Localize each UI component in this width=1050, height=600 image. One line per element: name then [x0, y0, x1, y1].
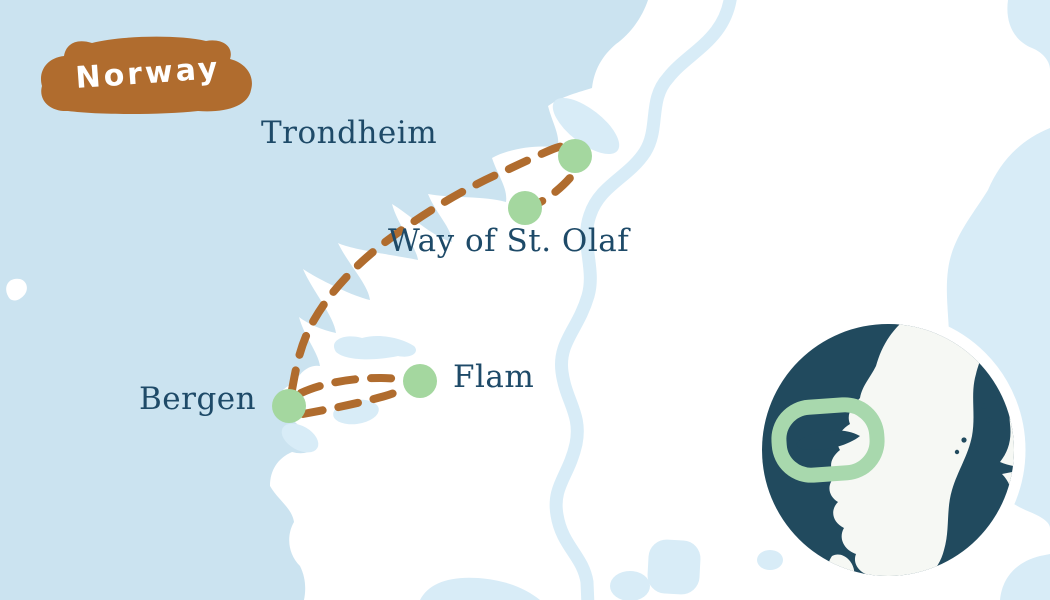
inset-halo-ring — [750, 312, 1026, 588]
bay-bottom — [420, 577, 540, 600]
island-west — [6, 278, 27, 301]
inset-baltic-east-coast — [1002, 468, 1014, 515]
inset-lakes — [954, 390, 1009, 455]
lake-bottom-small — [610, 571, 650, 600]
sea-patch-top-right — [1007, 0, 1050, 70]
marker-way-of-st-olaf[interactable] — [508, 191, 542, 225]
lake-bottom-center — [647, 539, 701, 595]
city-markers — [272, 139, 592, 423]
sea-patch-bottom-right — [1000, 554, 1050, 600]
inset-highlight-ring — [771, 397, 885, 483]
bergen-inlet — [281, 423, 319, 453]
label-bergen: Bergen — [139, 381, 257, 417]
label-flam: Flam — [453, 359, 535, 395]
route-bergen-flam-outbound — [297, 373, 408, 397]
label-way-of-st-olaf: Way of St. Olaf — [388, 223, 630, 259]
label-trondheim: Trondheim — [261, 115, 438, 151]
inset-fjord-wedge — [796, 430, 860, 450]
river — [549, 0, 737, 600]
lake-tiny — [757, 550, 783, 570]
trondheim-fjord — [552, 97, 620, 155]
marker-bergen[interactable] — [272, 389, 306, 423]
country-badge — [40, 36, 252, 114]
inset-scandinavia — [829, 324, 987, 576]
route-bergen-flam-return — [299, 384, 409, 418]
overview-inset-map — [750, 312, 1026, 588]
marker-trondheim[interactable] — [558, 139, 592, 173]
lake-near-flam — [333, 335, 417, 360]
marker-flam[interactable] — [403, 364, 437, 398]
